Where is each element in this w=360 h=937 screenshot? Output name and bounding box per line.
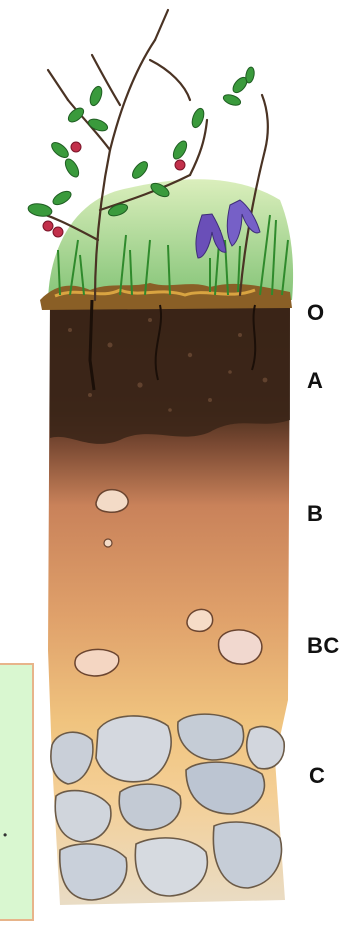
pebble: [219, 630, 262, 664]
layer-label-bc: BC: [307, 633, 340, 659]
pebble: [96, 490, 128, 513]
pebble: [104, 539, 112, 547]
grass-background: [48, 179, 293, 300]
layer-label-c: C: [309, 763, 325, 789]
pebble: [187, 609, 213, 631]
layer-label-o: O: [307, 300, 325, 326]
layer-label-b: B: [307, 501, 323, 527]
layer-label-a: A: [307, 368, 323, 394]
bedrock-rocks: [51, 714, 284, 900]
